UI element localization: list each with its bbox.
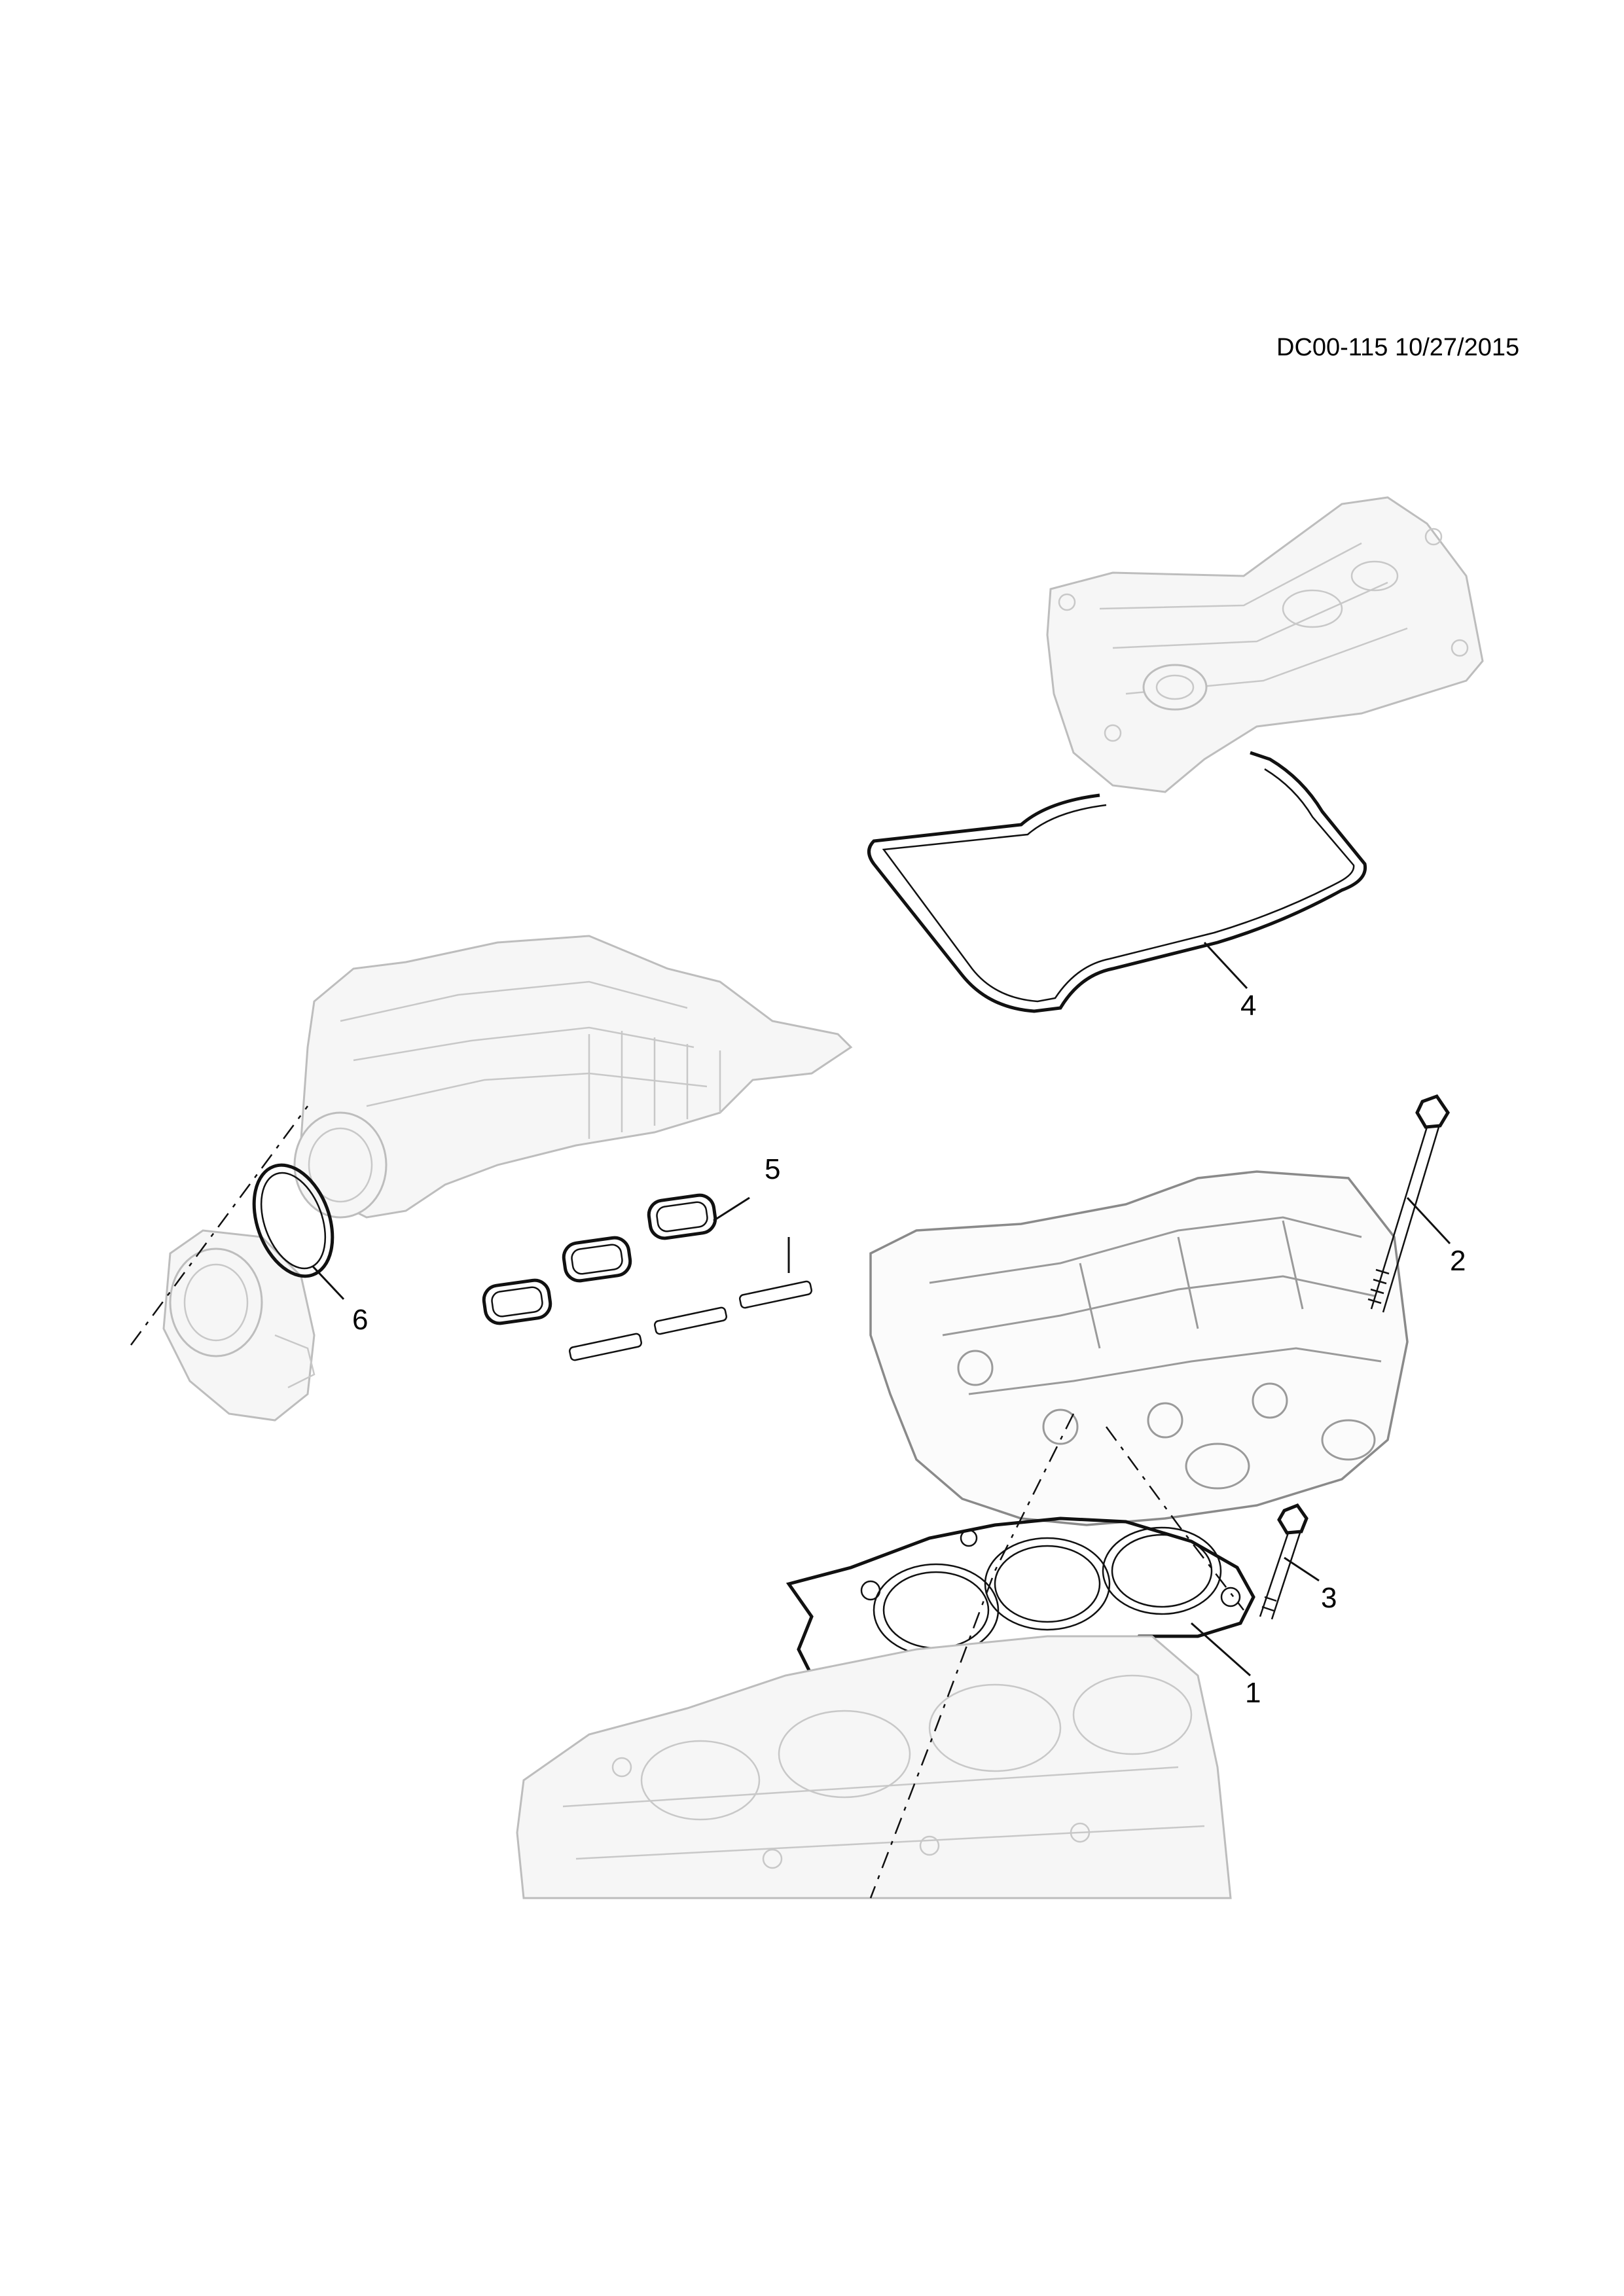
leader-line-3 [1284,1556,1320,1582]
diagram-code: DC00-115 10/27/2015 [1276,334,1520,361]
throttle-body-icon [162,1229,316,1422]
assembly-line-manifold [130,1105,309,1346]
short-bolt-icon [1259,1503,1308,1620]
leader-line-5 [713,1196,790,1273]
leader-line-2 [1406,1196,1451,1245]
intake-stud-icon [568,1280,813,1361]
callout-1: 1 [1245,1677,1261,1709]
callout-3: 3 [1321,1582,1337,1614]
callout-2: 2 [1450,1245,1466,1277]
cylinder-head-icon [869,1170,1409,1526]
engine-block-icon [516,1635,1232,1899]
cover-gasket-icon [867,751,1367,1013]
leader-line-1 [1191,1622,1251,1677]
callout-6: 6 [352,1304,369,1336]
o-ring-seal-icon [252,1163,334,1278]
callout-5: 5 [765,1153,781,1185]
intake-port-gasket-icon [482,1193,717,1325]
long-bolt-icon [1367,1094,1450,1313]
leader-line-6 [312,1265,345,1300]
leader-line-4 [1203,941,1248,990]
assembly-line-head-1 [869,1413,1075,1899]
assembly-line-head-2 [1105,1426,1244,1611]
upper-cover-icon [1046,496,1484,793]
callout-4: 4 [1240,990,1257,1022]
